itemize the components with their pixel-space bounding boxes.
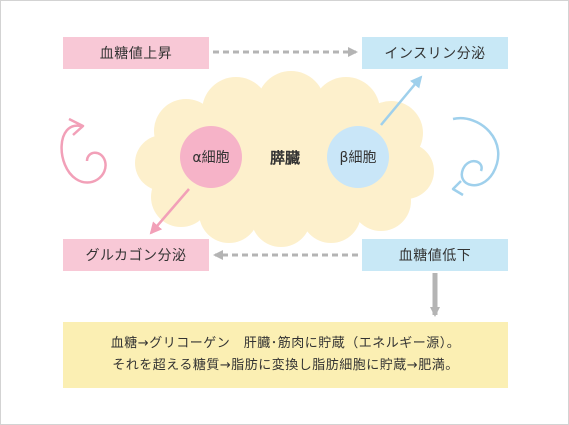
pancreas-label: 膵臓: [269, 148, 300, 167]
beta-cell-circle: [327, 126, 389, 188]
insulin-secretion-box: インスリン分泌: [362, 37, 508, 69]
summary-line-2: それを超える糖質→脂肪に変換し脂肪細胞に貯蔵→肥満。: [112, 358, 459, 373]
glucagon-secretion-label: グルカゴン分泌: [85, 248, 187, 264]
arrow-beta-to-insulin: [380, 75, 423, 126]
alpha-cell-label: α細胞: [192, 150, 230, 166]
glucose-rise-box: 血糖値上昇: [63, 37, 209, 69]
glucose-fall-box: 血糖値低下: [362, 239, 508, 271]
summary-line-1: 血糖→グリコーゲン 肝臓･筋肉に貯蔵（エネルギー源）。: [110, 336, 461, 351]
insulin-secretion-label: インスリン分泌: [384, 46, 486, 62]
blue-cycle-icon: [451, 116, 500, 197]
beta-cell-label: β細胞: [339, 150, 377, 166]
glucose-fall-label: 血糖値低下: [398, 248, 472, 264]
glucose-rise-label: 血糖値上昇: [99, 46, 173, 62]
glucagon-secretion-box: グルカゴン分泌: [63, 239, 209, 271]
alpha-cell-circle: [180, 126, 242, 188]
summary-box: 血糖→グリコーゲン 肝臓･筋肉に貯蔵（エネルギー源）。 それを超える糖質→脂肪に…: [63, 322, 508, 388]
pink-cycle-icon: [60, 117, 107, 184]
arrow-alpha-to-glucagon: [149, 188, 190, 235]
